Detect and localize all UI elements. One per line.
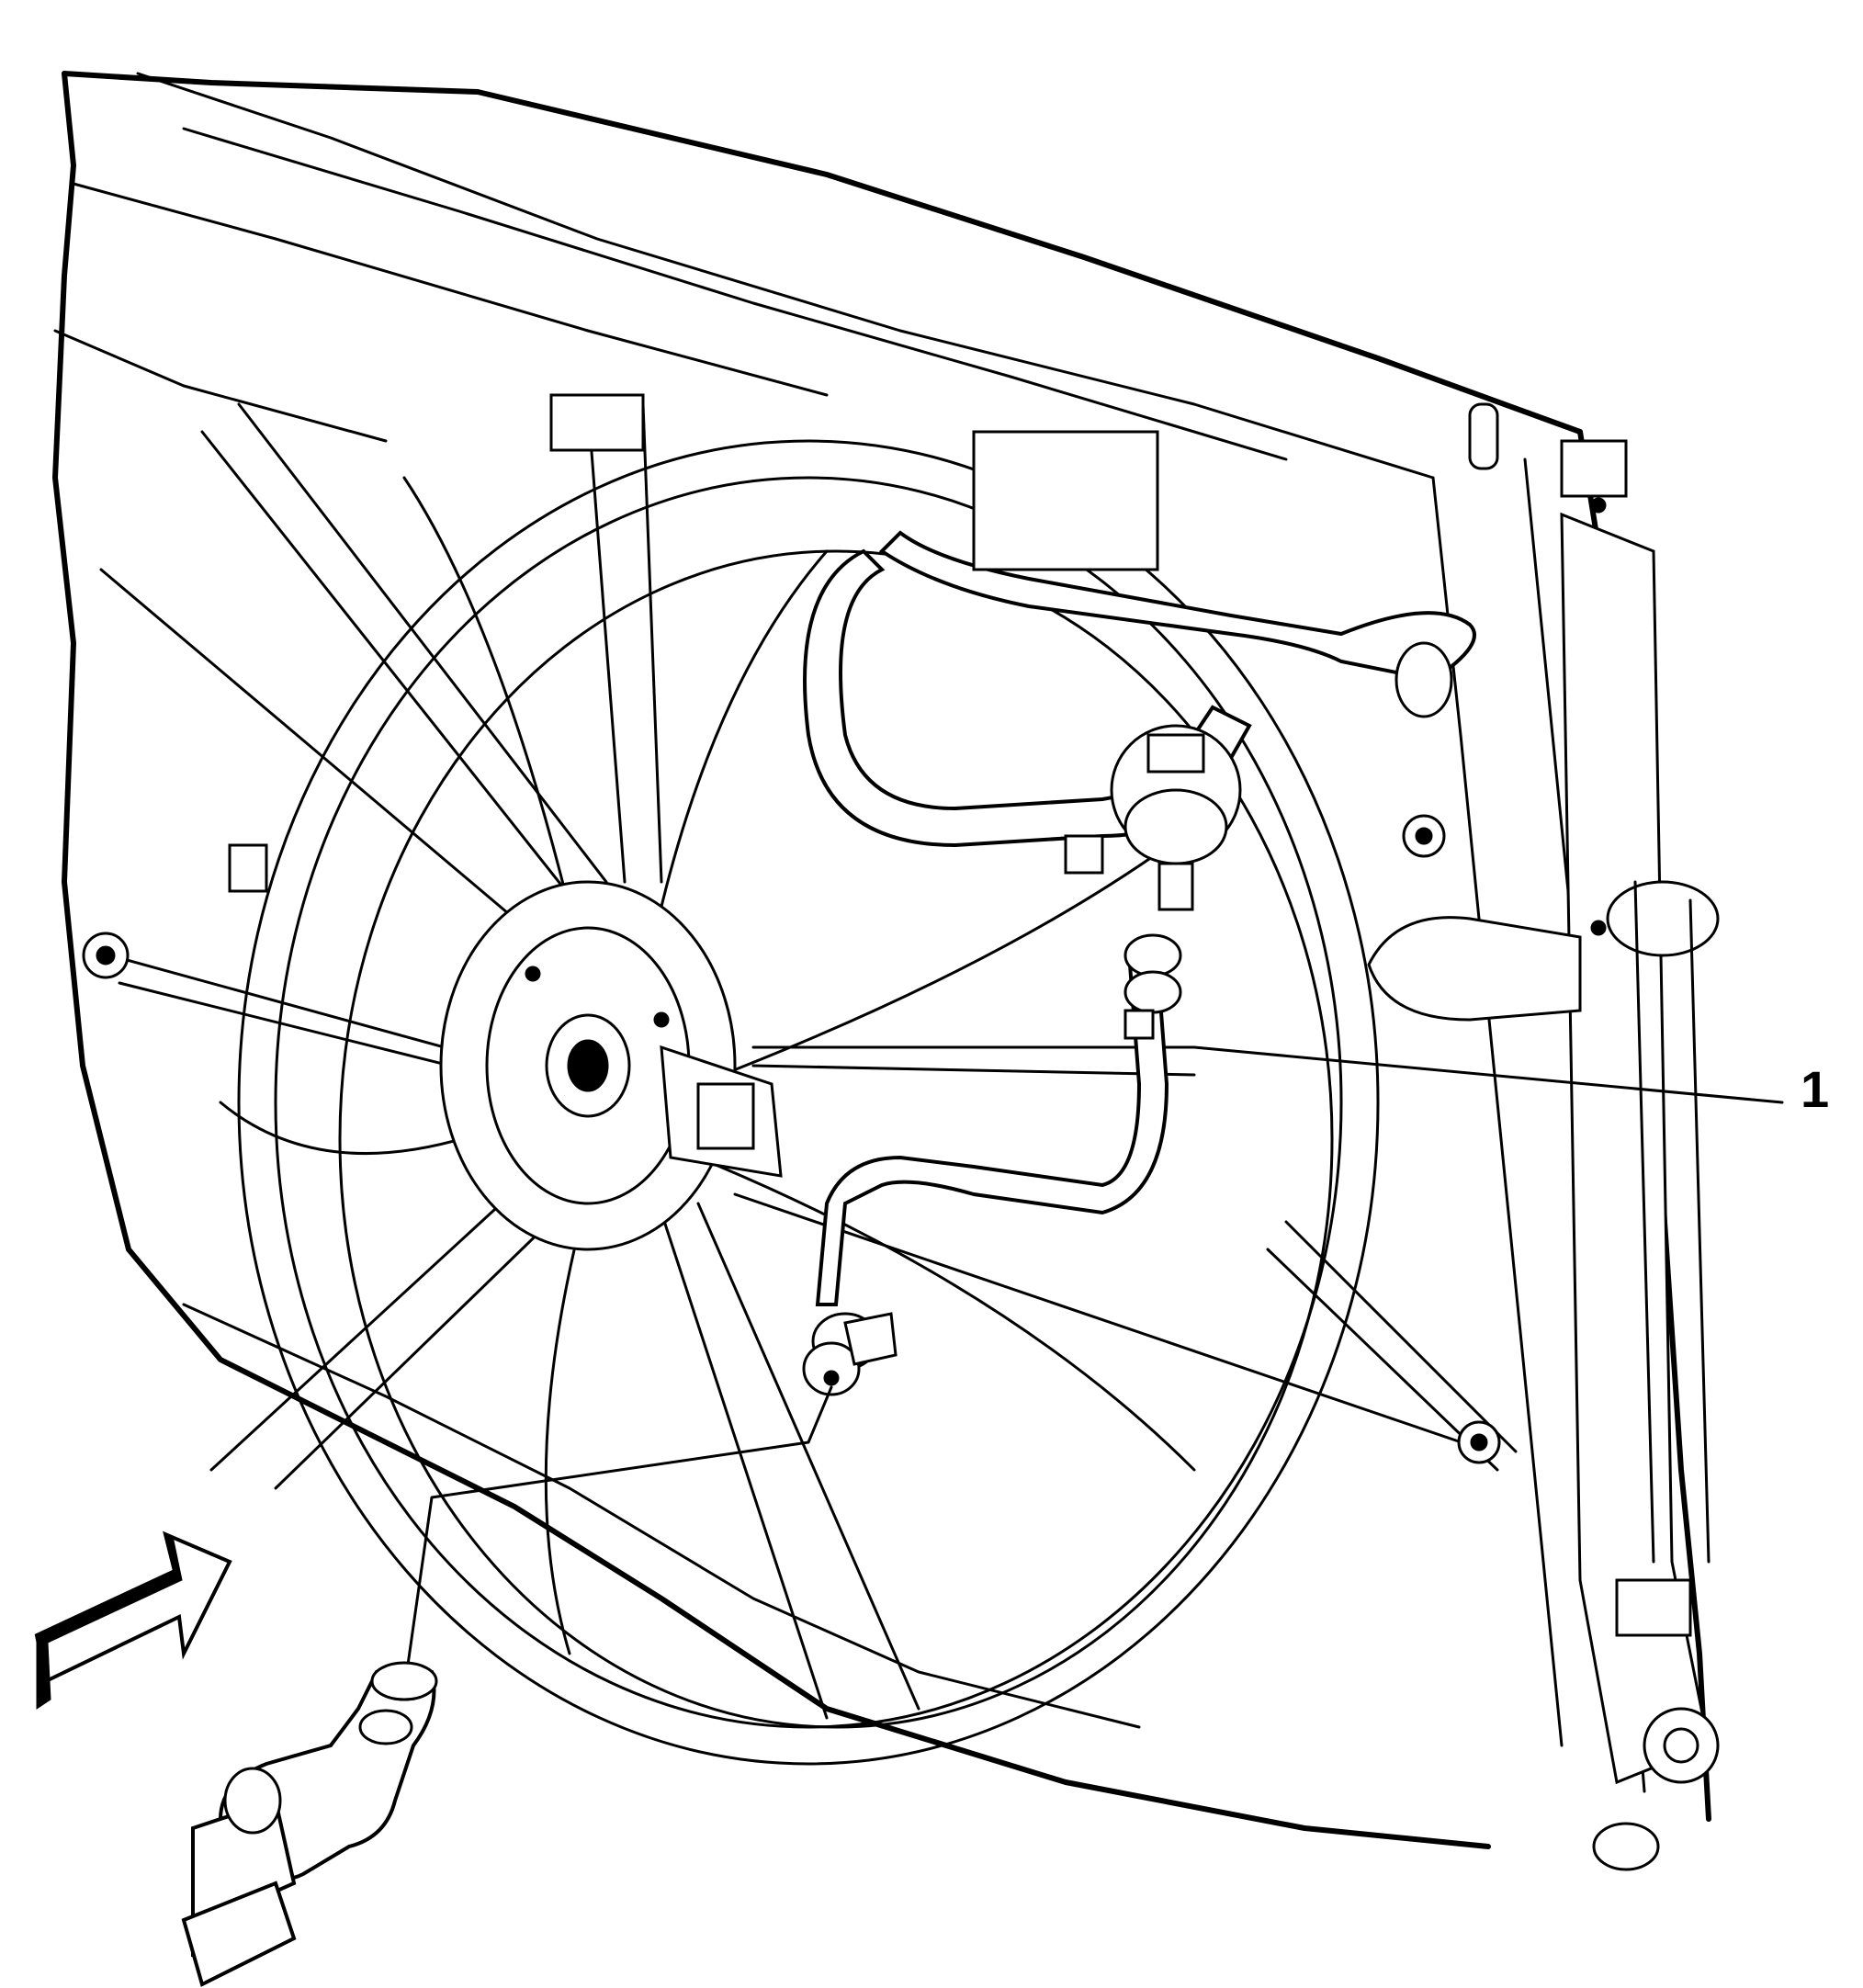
- mounting-bolts: [82, 393, 1501, 1464]
- cooling-fan: [219, 439, 1380, 1766]
- view-direction-arrow-icon: [34, 1531, 232, 1710]
- coolant-cap: [1064, 724, 1242, 911]
- shroud-struts: [99, 402, 1518, 1720]
- detached-hose: [181, 1385, 833, 1987]
- upper-hose: [803, 530, 1476, 848]
- fan-motor: [439, 880, 783, 1251]
- radiator-end-tank: [1367, 402, 1720, 1871]
- coolant-line: [802, 933, 1182, 1396]
- callout-1-leader: [1192, 1045, 1784, 1104]
- callout-label-1: 1: [1801, 1060, 1830, 1118]
